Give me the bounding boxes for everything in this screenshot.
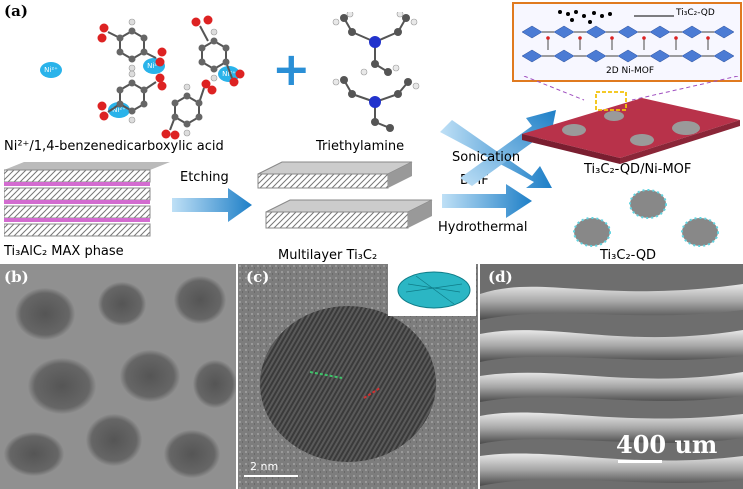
inset-qd-label: Ti₃C₂-QD [676,8,715,18]
panel-a: (a) Ni²⁺ Ni²⁺ Ni²⁺ Ni²⁺ [4,2,742,263]
ni-ion-1: Ni²⁺ [40,62,62,78]
panel-c-scale-bar-label: 2 nm [250,460,279,473]
caption-max-phase: Ti₃AlC₂ MAX phase [4,244,124,259]
panel-a-label: (a) [4,2,28,20]
plus-symbol: + [272,42,311,96]
composite-sheet-illustration [522,76,740,164]
bdc-molecules-illustration [97,15,245,140]
panel-b-label: (b) [4,268,29,286]
caption-composite: Ti₃C₂-QD/Ni-MOF [584,162,692,177]
caption-multilayer: Multilayer Ti₃C₂ [278,248,378,263]
panel-d-label: (d) [488,268,513,286]
sonication-label: Sonication [452,150,521,165]
etching-label: Etching [180,170,229,185]
caption-triethylamine: Triethylamine [316,139,405,154]
inset-mof-label: 2D Ni-MOF [606,66,655,76]
max-phase-illustration [4,162,170,237]
panel-c: (c) 2 nm [238,264,478,489]
panel-b: (b) [0,264,236,489]
triethylamine-illustration [332,12,420,132]
hydrothermal-arrow [442,184,532,218]
quantum-dots-illustration [573,189,719,247]
mof-lattice-illustration [521,10,735,63]
panel-d-scale-bar-label: 400 um [616,430,718,459]
multilayer-illustration [257,161,433,229]
tem-image [0,264,236,489]
qd-model-illustration [397,271,471,309]
hydrothermal-label: Hydrothermal [438,220,528,235]
caption-qd: Ti₃C₂-QD [600,248,657,263]
etching-arrow [172,188,252,222]
sem-image [480,264,743,489]
panel-c-label: (c) [246,268,270,286]
panel-c-inset [388,264,476,316]
mof-inset: Ti₃C₂-QD 2D Ni-MOF [512,2,742,82]
panel-d: (d) 400 um [480,264,743,489]
caption-reactants: Ni²⁺/1,4-benzenedicarboxylic acid [4,139,224,154]
sonication-arrows [440,110,556,188]
